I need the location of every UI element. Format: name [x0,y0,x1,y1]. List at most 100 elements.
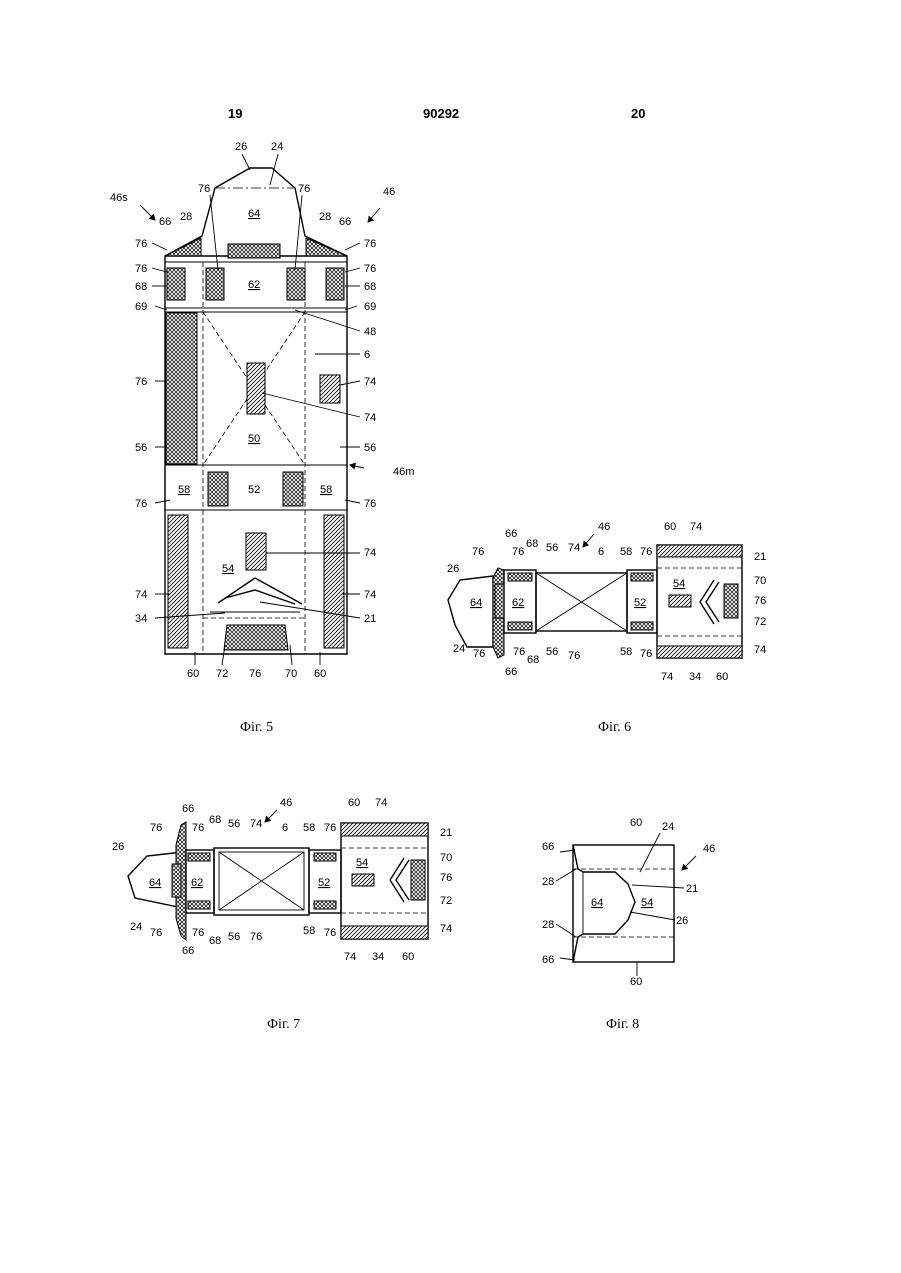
fig7-ref-6: 6 [282,822,288,834]
fig6-ref-66: 66 [505,666,517,678]
fig5-panel-62: 62 [248,279,260,291]
fig5-ref-74: 74 [364,547,376,559]
fig5-ref-56: 56 [364,442,376,454]
fig5-panel-54: 54 [222,563,234,575]
fig8-caption: Фіг. 8 [606,1017,639,1032]
fig8-ref-28: 28 [542,876,554,888]
fig6-ref-60: 60 [716,671,728,683]
fig7-ref-34: 34 [372,951,384,963]
fig7-ref-76: 76 [324,927,336,939]
fig8-ref-28: 28 [542,919,554,931]
fig8-ref-21: 21 [686,883,698,895]
fig5-ref-76: 76 [135,498,147,510]
fig7-panel-62: 62 [191,877,203,889]
fig6-panel-62: 62 [512,597,524,609]
figure-7 [128,822,428,940]
fig5-caption: Фіг. 5 [240,720,273,735]
fig7-ref-60: 60 [402,951,414,963]
fig8-ref-66: 66 [542,841,554,853]
fig7-ref-26: 26 [112,841,124,853]
fig5-ref-24: 24 [271,141,283,153]
fig8-outline [573,845,674,962]
fig5-ref-28: 28 [180,211,192,223]
fig5-ref-74: 74 [364,376,376,388]
fig7-ref-60: 60 [348,797,360,809]
fig5-ref-74: 74 [364,589,376,601]
fig7-ref-21: 21 [440,827,452,839]
fig5-ref-6: 6 [364,349,370,361]
fig7-panel-52: 52 [318,877,330,889]
fig6-ref-76: 76 [640,648,652,660]
fig5-panel-52: 52 [248,484,260,496]
fig6-ref-68: 68 [526,538,538,550]
fig7-ref-56: 56 [228,818,240,830]
fig5-ref-76: 76 [298,183,310,195]
fig6-ref-26: 26 [447,563,459,575]
fig8-ref-66: 66 [542,954,554,966]
fig5-ref-21: 21 [364,613,376,625]
fig5-ref-74: 74 [364,412,376,424]
fig6-head [448,576,493,647]
figure-8 [573,845,674,962]
fig5-ref-66: 66 [159,216,171,228]
fig8-panel-64: 64 [591,897,603,909]
fig8-ref-46: 46 [703,843,715,855]
fig6-ref-76: 76 [472,546,484,558]
fig7-ref-68: 68 [209,814,221,826]
fig7-ref-74: 74 [250,818,262,830]
fig6-caption: Фіг. 6 [598,720,631,735]
fig6-ref-58: 58 [620,646,632,658]
fig7-ref-76: 76 [150,927,162,939]
fig6-ref-66: 66 [505,528,517,540]
fig5-ref-74: 74 [135,589,147,601]
fig6-panel-54: 54 [673,578,685,590]
fig8-panel-54: 54 [641,897,653,909]
fig6-ref-68: 68 [527,654,539,666]
fig6-ref-58: 58 [620,546,632,558]
fig7-ref-76: 76 [324,822,336,834]
fig5-ref-66: 66 [339,216,351,228]
fig5-panel-58: 58 [178,484,190,496]
fig7-ref-58: 58 [303,925,315,937]
fig6-ref-72: 72 [754,616,766,628]
fig6-ref-56: 56 [546,542,558,554]
fig5-ref-69: 69 [135,301,147,313]
fig5-ref-76: 76 [135,263,147,275]
fig7-ref-76: 76 [250,931,262,943]
figure-5 [165,168,347,654]
fig5-ref-68: 68 [364,281,376,293]
fig5-ref-46s: 46s [110,192,128,204]
fig7-ref-76: 76 [192,822,204,834]
fig5-ref-72: 72 [216,668,228,680]
fig5-panel-50: 50 [248,433,260,445]
fig6-ref-74: 74 [661,671,673,683]
fig8-labels: 60 24 46 66 28 21 26 28 66 60 64 54 Фіг.… [542,817,715,1032]
fig8-ref-60: 60 [630,976,642,988]
fig6-ref-70: 70 [754,575,766,587]
fig5-ref-76: 76 [249,668,261,680]
fig6-ref-74: 74 [690,521,702,533]
fig5-ref-60: 60 [314,668,326,680]
fig5-ref-34: 34 [135,613,147,625]
fig7-ref-58: 58 [303,822,315,834]
fig6-ref-46: 46 [598,521,610,533]
fig6-ref-24: 24 [453,643,465,655]
fig6-ref-56: 56 [546,646,558,658]
fig7-ref-66: 66 [182,945,194,957]
fig5-ref-76: 76 [198,183,210,195]
fig5-ref-68: 68 [135,281,147,293]
fig8-ref-60: 60 [630,817,642,829]
fig7-panel-54: 54 [356,857,368,869]
fig5-panel-58: 58 [320,484,332,496]
fig6-ref-60: 60 [664,521,676,533]
fig7-ref-74: 74 [375,797,387,809]
fig7-ref-56: 56 [228,931,240,943]
figure-6 [448,545,742,658]
fig7-ref-24: 24 [130,921,142,933]
fig7-ref-68: 68 [209,935,221,947]
fig5-ref-76: 76 [135,238,147,250]
fig5-panel-64: 64 [248,208,260,220]
fig7-panel-64: 64 [149,877,161,889]
fig5-ref-28: 28 [319,211,331,223]
fig8-ref-24: 24 [662,821,674,833]
